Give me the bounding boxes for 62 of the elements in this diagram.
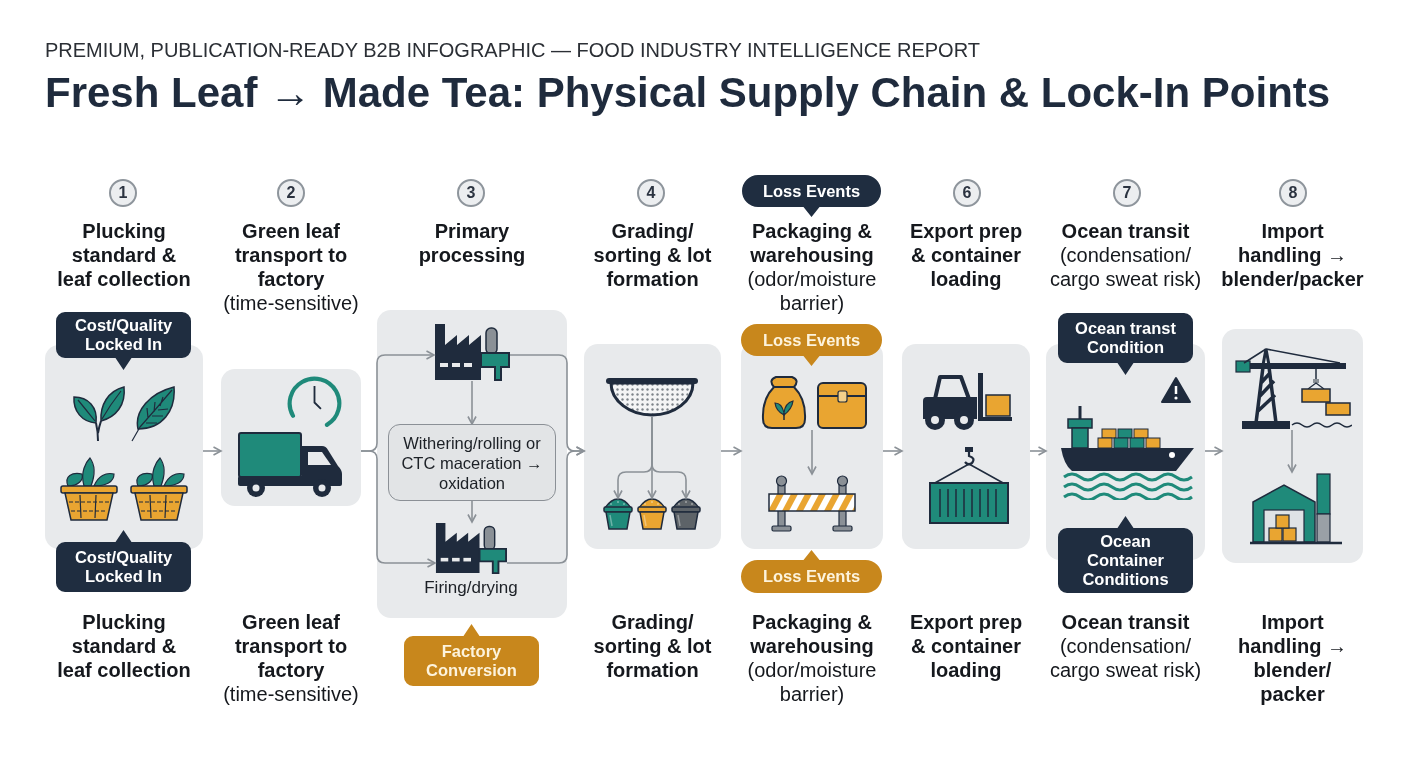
arrow: [1287, 429, 1297, 473]
diagram-title: Fresh Leaf → Made Tea: Physical Supply Chain & Lock-In Points: [45, 68, 1331, 118]
step-caption: Packaging & warehousing: [749, 610, 875, 658]
arrow: [202, 446, 222, 456]
step-caption: Green leaf transport to factory: [233, 610, 349, 682]
callout-tooltip: Cost/Quality Locked In: [56, 312, 191, 370]
step-note: (time-sensitive): [223, 291, 359, 315]
step-heading: Grading/ sorting & lot formation: [592, 219, 713, 291]
step-number: 4: [637, 179, 665, 207]
callout-tooltip: Ocean transt Condition: [1058, 313, 1193, 375]
process-box: Withering/rolling or CTC maceration → oxidation: [388, 424, 556, 501]
bucket-icon: [603, 498, 633, 530]
bucket-icon: [637, 498, 667, 530]
arrow: [720, 446, 742, 456]
bucket-icon: [671, 498, 701, 530]
step-caption-note: (odor/moisture barrier): [746, 658, 878, 706]
step-heading: Packaging & warehousing: [749, 219, 875, 267]
step-number: 1: [109, 179, 137, 207]
warehouse-icon: [1250, 472, 1342, 546]
step-caption: Import handling → blender/ packer: [1237, 610, 1348, 706]
arrow: [1204, 446, 1223, 456]
step-caption-note: (condensation/ cargo sweat risk): [1048, 634, 1203, 682]
step-note: (condensation/ cargo sweat risk): [1048, 243, 1203, 291]
callout-tooltip: Loss Events: [742, 175, 881, 217]
step-caption: Export prep & container loading: [908, 610, 1024, 682]
factory-icon: [435, 522, 507, 574]
sieve-icon: [605, 377, 699, 417]
step-caption: Plucking standard & leaf collection: [56, 610, 192, 682]
step-number: 7: [1113, 179, 1141, 207]
step-note: (odor/moisture barrier): [746, 267, 878, 315]
step-heading: Ocean transit: [1061, 219, 1190, 243]
callout-tooltip: Cost/Quality Locked In: [56, 530, 191, 592]
callout-tooltip: Loss Events: [741, 324, 882, 366]
arrow: [882, 446, 903, 456]
step-number: 8: [1279, 179, 1307, 207]
step-caption: Grading/ sorting & lot formation: [592, 610, 713, 682]
step-caption-note: (time-sensitive): [223, 682, 359, 706]
arrow: [360, 450, 436, 568]
arrow: [1029, 446, 1047, 456]
step-number: 2: [277, 179, 305, 207]
sack-and-crate-icon: [760, 375, 868, 430]
factory-icon: [434, 323, 510, 381]
arrow: [651, 416, 691, 499]
callout-tooltip: Factory Conversion: [404, 624, 539, 686]
callout-tooltip: Ocean Container Conditions: [1058, 516, 1193, 593]
step-caption: Ocean transit: [1061, 610, 1190, 634]
step-number: 6: [953, 179, 981, 207]
step-heading: Green leaf transport to factory: [233, 219, 349, 291]
step-heading: Primary processing: [417, 219, 527, 267]
arrow: [467, 380, 477, 425]
arrow: [506, 446, 585, 564]
callout-tooltip: Loss Events: [741, 550, 882, 593]
arrow: [467, 500, 477, 523]
barrier-icon: [768, 474, 856, 532]
step-number: 3: [457, 179, 485, 207]
kicker-text: PREMIUM, PUBLICATION-READY B2B INFOGRAPHIC — FOOD INDUSTRY INTELLIGENCE REPORT: [45, 39, 980, 61]
node-caption: Firing/drying: [424, 578, 518, 598]
port-crane-icon: [1234, 345, 1352, 430]
step-heading: Export prep & container loading: [908, 219, 1024, 291]
arrow: [807, 429, 817, 475]
step-heading: Import handling → blender/packer: [1220, 219, 1365, 291]
step-heading: Plucking standard & leaf collection: [56, 219, 192, 291]
